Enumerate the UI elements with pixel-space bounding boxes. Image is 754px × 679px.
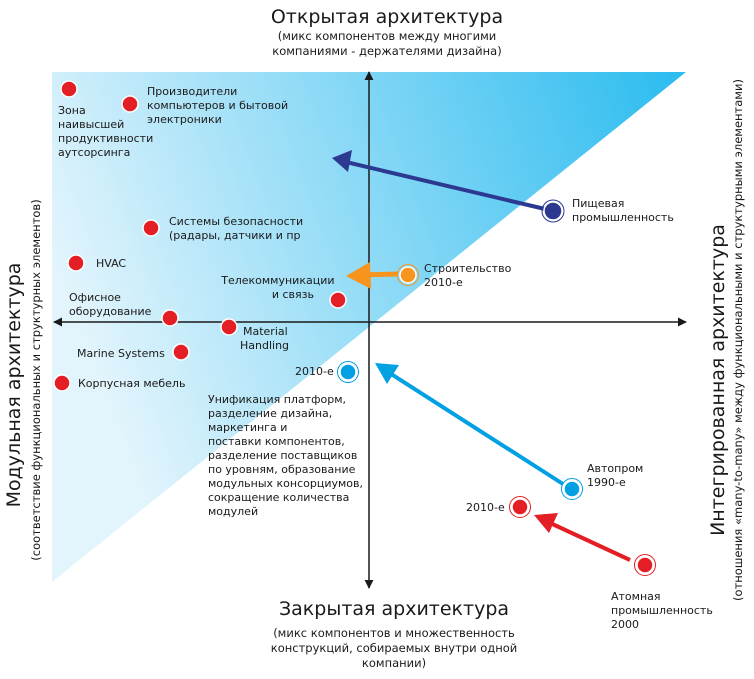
food-industry-arrow: [345, 160, 546, 211]
point-furniture: [53, 374, 71, 392]
point-nuclear2000: [634, 554, 656, 576]
label-computers: Производители компьютеров и бытовой элек…: [147, 85, 292, 126]
point-office: [161, 309, 179, 327]
left-axis-sub: (соответствие функциональных и структурн…: [29, 199, 43, 560]
auto-arrow: [386, 370, 565, 486]
label-auto2010: 2010-е: [295, 365, 334, 378]
bottom-axis-sub-3: компании): [362, 656, 426, 670]
point-security: [142, 219, 160, 237]
right-axis-sub: (отношения «many-to-many» между функцион…: [731, 79, 745, 601]
top-axis-sub-2: компаниями - держателями дизайна): [272, 44, 501, 58]
auto-arrowhead: [375, 363, 399, 384]
label-nuclear2010: 2010-е: [466, 501, 505, 514]
point-material: [220, 318, 238, 336]
point-computers: [121, 95, 139, 113]
point-telecom: [329, 291, 347, 309]
left-axis-title: Модульная архитектура: [3, 263, 25, 508]
point-nuclear2010: [509, 496, 531, 518]
label-nuclear2000: Атомная промышленность 2000: [611, 590, 716, 631]
label-hvac: HVAC: [96, 257, 126, 270]
label-construction: Строительство 2010-е: [424, 262, 515, 289]
bottom-axis-sub-2: конструкций, собираемых внутри одной: [271, 641, 517, 655]
label-auto1990: Автопром 1990-е: [587, 462, 647, 489]
bottom-axis-title: Закрытая архитектура: [279, 598, 509, 620]
point-auto2010: [337, 361, 359, 383]
bottom-axis-sub-1: (микс компонентов и множественность: [273, 626, 515, 640]
point-construction: [397, 264, 419, 286]
label-material: Material Handling: [240, 325, 291, 352]
label-furniture: Корпусная мебель: [78, 377, 185, 390]
construction-arrowhead: [346, 262, 371, 289]
label-telecom: Телекоммуникации и связь: [220, 274, 338, 301]
label-office: Офисное оборудование: [69, 291, 152, 318]
auto-note: Унификация платформ, разделение дизайна,…: [208, 393, 367, 518]
right-axis-title: Интегрированная архитектура: [707, 224, 729, 536]
label-food: Пищевая промышленность: [572, 197, 674, 224]
top-axis-title: Открытая архитектура: [271, 6, 503, 28]
label-security: Системы безопасности (радары, датчики и …: [169, 215, 307, 242]
point-marine: [172, 343, 190, 361]
top-axis-sub-1: (микс компонентов между многими: [278, 29, 496, 43]
point-hvac: [67, 254, 85, 272]
point-food: [541, 199, 565, 223]
label-zona: Зона наивысшей продуктивности аутсорсинг…: [58, 104, 157, 159]
nuclear-arrow: [547, 520, 631, 562]
food-industry-arrowhead: [332, 150, 352, 172]
point-auto1990: [561, 478, 583, 500]
point-zona: [60, 80, 78, 98]
label-marine: Marine Systems: [77, 347, 165, 360]
nuclear-arrowhead: [534, 513, 558, 533]
